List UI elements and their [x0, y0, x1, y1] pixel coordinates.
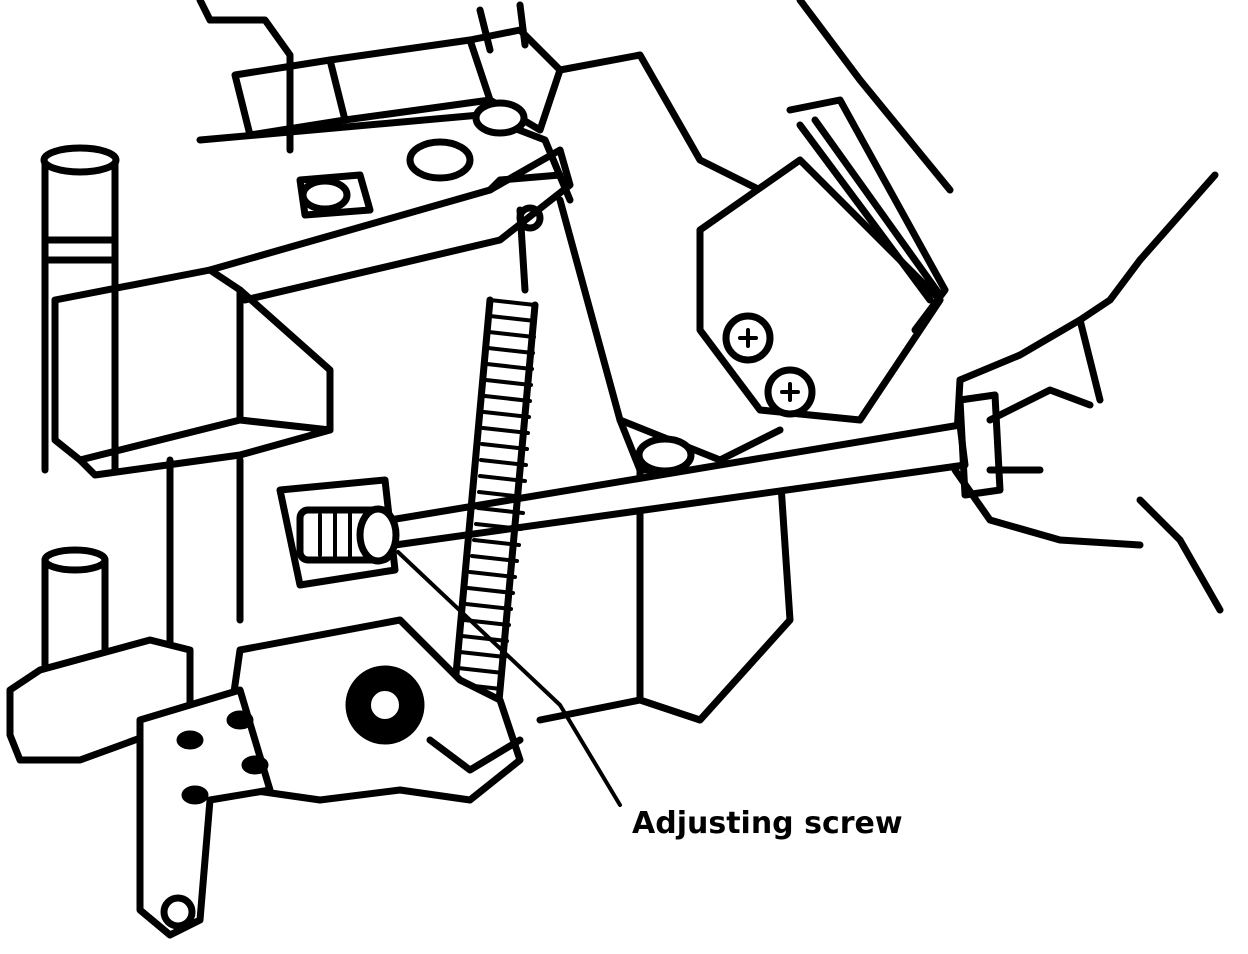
- throttle-lever-plate: [226, 616, 524, 804]
- carburetor-upper-body: [196, 0, 764, 219]
- throttle-return-spring: [446, 206, 539, 749]
- upper-inlet-tube: [40, 144, 120, 474]
- callout-leader: [396, 550, 622, 807]
- throttle-housing: [51, 146, 574, 479]
- callout-label-adjusting-screw: Adjusting screw: [632, 806, 903, 841]
- adjusting-screw: [276, 476, 400, 589]
- lower-inlet-tube-and-arm: [6, 546, 274, 939]
- mounting-bracket: [696, 0, 954, 424]
